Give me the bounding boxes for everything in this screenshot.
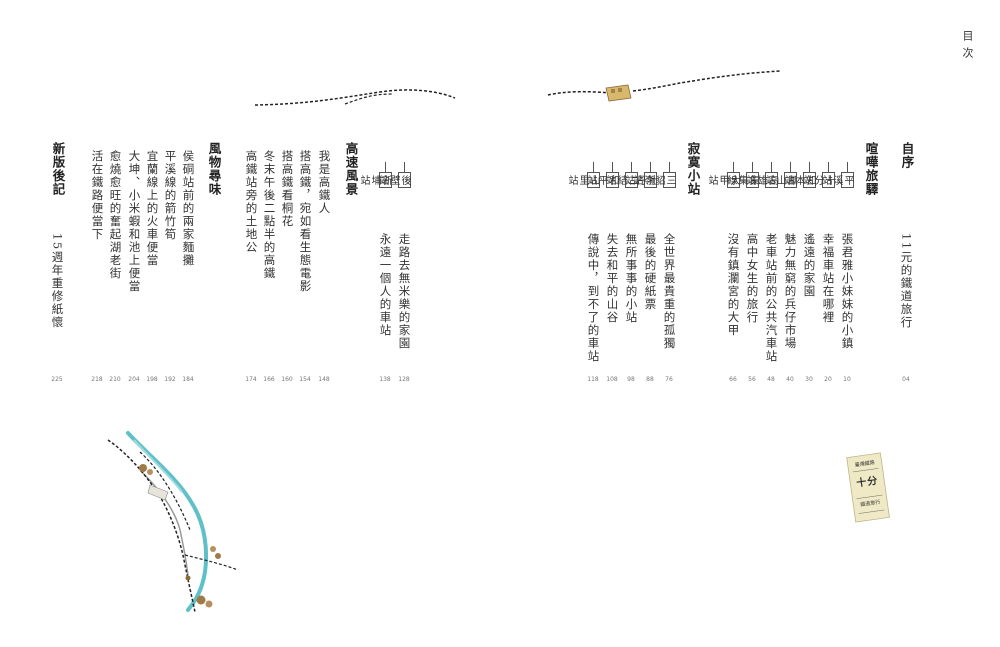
page-number-4-11: 218 (91, 376, 103, 383)
chapter-title-4-10: 愈燒愈旺的奮起湖老街 (108, 150, 123, 280)
chapter-title-4-6: 侯硐站前的兩家麵攤 (181, 150, 196, 267)
section-heading-4: 風物尋味 (206, 142, 222, 196)
page-number-2-3: 98 (627, 376, 635, 383)
page-number-1-1: 10 (843, 376, 851, 383)
chapter-title-5-1: 15週年重修紙懷 (50, 233, 65, 329)
page-number-3-2: 138 (379, 376, 391, 383)
station-label: 後壁站 (377, 172, 411, 188)
rail-branch-left (344, 93, 393, 105)
station-label: 十分站 (801, 172, 835, 188)
page-number-preface: 04 (902, 376, 910, 383)
page-number-4-6: 184 (182, 376, 194, 383)
rail-line-right (547, 90, 611, 96)
chapter-title-2-3: 無所事事的小站 (624, 233, 639, 324)
station-label: 新埔站 (358, 172, 392, 188)
ticket-icon (846, 452, 890, 523)
chapter-title-1-3: 遙遠的家園 (802, 233, 817, 298)
page-number-1-6: 56 (748, 376, 756, 383)
rail-line-left (254, 89, 456, 106)
chapter-title-1-7: 沒有鎮瀾宮的大甲 (726, 233, 741, 337)
chapter-title-4-9: 大坤、小米蝦和池上便當 (127, 150, 142, 293)
page-number-5-1: 225 (51, 376, 63, 383)
chapter-title-1-1: 張君雅小妹妹的小鎮 (840, 233, 855, 350)
station-label: 大甲站 (706, 172, 740, 188)
page-number-4-7: 192 (164, 376, 176, 383)
train-icon (605, 84, 632, 102)
page-number-4-3: 160 (281, 376, 293, 383)
page-number-3-1: 128 (398, 376, 410, 383)
station-label: 平溪站 (820, 172, 854, 188)
chapter-title-1-5: 老車站前的公共汽車站 (764, 233, 779, 363)
chapter-title-4-11: 活在鐵路便當下 (90, 150, 105, 241)
ticket-header: 臺灣鐵路 (854, 459, 876, 469)
chapter-title-4-2: 搭高鐵，宛如看生態電影 (298, 150, 313, 293)
station-label: 二結站 (604, 172, 638, 188)
rail-track-icon (107, 439, 196, 613)
ticket-note: 鐵道旅行 (860, 499, 881, 509)
station-label: 山里站 (566, 172, 600, 188)
page-number-1-5: 48 (767, 376, 775, 383)
section-heading-5: 新版後記 (50, 142, 66, 196)
section-heading-preface: 自序 (899, 142, 915, 169)
station-label: 和平站 (585, 172, 619, 188)
ticket-station: 十分 (855, 475, 880, 490)
page-number-4-1: 148 (318, 376, 330, 383)
station-label: 三貂嶺站 (631, 172, 676, 188)
page-number-1-4: 40 (786, 376, 794, 383)
river-icon (126, 431, 209, 612)
chapter-title-4-8: 宜蘭線上的火車便當 (145, 150, 160, 267)
page-number-4-2: 154 (299, 376, 311, 383)
chapter-title-preface: 11元的鐵道旅行 (899, 233, 914, 329)
chapter-title-4-4: 冬末午後二點半的高鐵 (262, 150, 277, 280)
station-label: 集集線 (725, 172, 759, 188)
road-icon (139, 469, 189, 576)
page-number-4-8: 198 (146, 376, 158, 383)
chapter-title-4-3: 搭高鐵看桐花 (280, 150, 295, 228)
page-number-2-4: 108 (606, 376, 618, 383)
chapter-title-2-1: 全世界最貴重的孤獨 (662, 233, 677, 350)
chapter-title-4-5: 高鐵站旁的土地公 (244, 150, 259, 254)
page-number-1-2: 20 (824, 376, 832, 383)
page-number-4-5: 174 (245, 376, 257, 383)
page-number-2-5: 118 (587, 376, 599, 383)
page-title: 目次 (961, 30, 974, 64)
page-number-4-4: 166 (263, 376, 275, 383)
page-number-4-9: 204 (128, 376, 140, 383)
chapter-title-2-4: 失去和平的山谷 (605, 233, 620, 324)
chapter-title-3-1: 走路去無米樂的家園 (397, 233, 412, 350)
station-label: 高雄站 (744, 172, 778, 188)
page-number-1-3: 30 (805, 376, 813, 383)
chapter-title-1-6: 高中女生的旅行 (745, 233, 760, 324)
chapter-title-4-1: 我是高鐵人 (317, 150, 332, 215)
station-label: 牡丹站 (623, 172, 657, 188)
chapter-title-2-5: 傳說中，到不了的車站 (586, 233, 601, 363)
section-heading-3: 高速風景 (343, 142, 359, 196)
chapter-title-3-2: 永遠一個人的車站 (378, 233, 393, 337)
page-number-2-2: 88 (646, 376, 654, 383)
rail-line-right-2 (632, 70, 781, 92)
chapter-title-1-4: 魅力無窮的兵仔市場 (783, 233, 798, 350)
page-number-2-1: 76 (665, 376, 673, 383)
section-heading-2: 寂寞小站 (685, 142, 701, 196)
chapter-title-4-7: 平溪線的箭竹筍 (163, 150, 178, 241)
map-illustration-icon (107, 431, 239, 613)
chapter-title-1-2: 幸福車站在哪裡 (821, 233, 836, 324)
chapter-title-2-2: 最後的硬紙票 (643, 233, 658, 311)
station-label: 鳳山站 (763, 172, 797, 188)
page-number-1-7: 66 (729, 376, 737, 383)
page-number-4-10: 210 (109, 376, 121, 383)
station-label: 知本站 (782, 172, 816, 188)
section-heading-1: 喧嘩旅驛 (863, 142, 879, 196)
